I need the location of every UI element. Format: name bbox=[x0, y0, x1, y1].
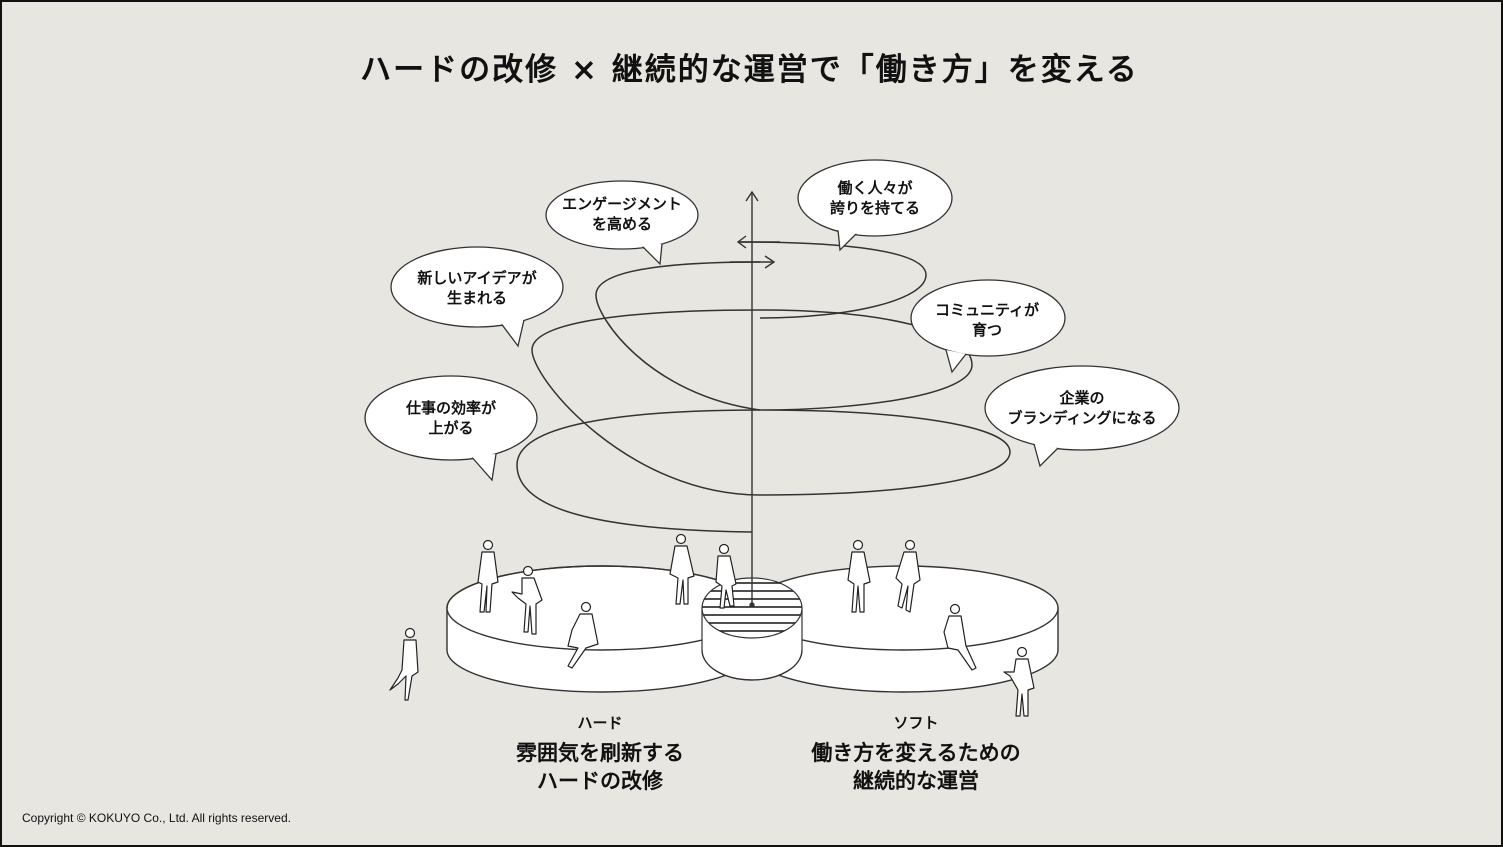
vertical-axis-arrow bbox=[745, 190, 759, 608]
hard-line1: 雰囲気を刷新する bbox=[516, 741, 684, 765]
person-silhouette bbox=[895, 539, 921, 613]
person-silhouette bbox=[1003, 646, 1035, 717]
spiral-arrow-left bbox=[736, 235, 780, 249]
bubble-text-engagement: エンゲージメントを高める bbox=[562, 195, 682, 233]
copyright-text: Copyright © KOKUYO Co., Ltd. All rights … bbox=[22, 811, 291, 825]
soft-caption: ソフト 働き方を変えるための 継続的な運営 bbox=[776, 712, 1056, 795]
hard-caption: ハード 雰囲気を刷新する ハードの改修 bbox=[480, 712, 720, 795]
bubble-text-community: コミュニティが育つ bbox=[934, 301, 1040, 339]
person-silhouette bbox=[477, 539, 499, 613]
soft-disc bbox=[446, 565, 1059, 693]
person-silhouette bbox=[389, 627, 419, 701]
hard-line2: ハードの改修 bbox=[537, 769, 663, 793]
person-silhouette bbox=[715, 543, 737, 609]
bubble-text-pride: 働く人々が誇りを持てる bbox=[829, 179, 920, 217]
bubble-text-branding: 企業のブランディングになる bbox=[1007, 389, 1157, 427]
bubble-text-efficiency: 仕事の効率が上がる bbox=[405, 399, 496, 437]
hard-label: ハード bbox=[577, 714, 623, 732]
page-title: ハードの改修 × 継続的な運営で「働き方」を変える bbox=[360, 52, 1139, 88]
soft-label: ソフト bbox=[893, 714, 939, 732]
soft-line2: 継続的な運営 bbox=[853, 769, 979, 793]
person-silhouette bbox=[847, 539, 871, 613]
soft-line1: 働き方を変えるための bbox=[811, 741, 1021, 765]
person-silhouette bbox=[567, 601, 599, 669]
person-silhouette bbox=[943, 603, 977, 671]
person-silhouette bbox=[511, 565, 543, 635]
spiral bbox=[516, 241, 1011, 533]
person-silhouette bbox=[669, 533, 695, 605]
bubble-text-new-ideas: 新しいアイデアが生まれる bbox=[417, 269, 537, 307]
